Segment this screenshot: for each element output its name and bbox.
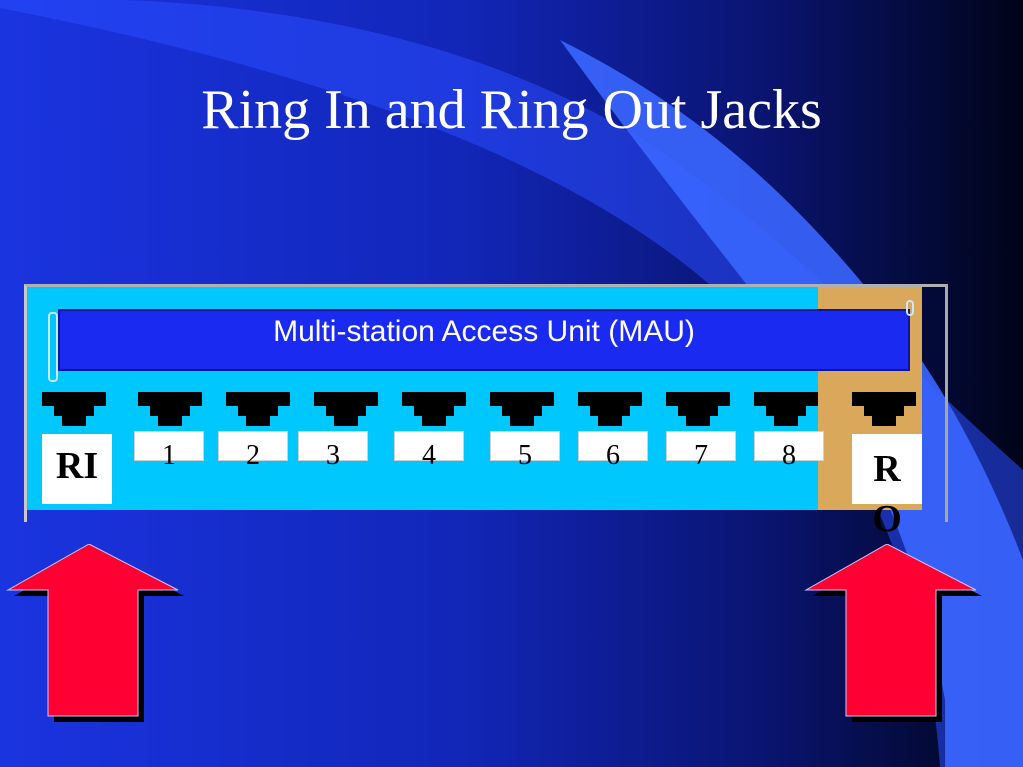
- port-7-label: 7: [694, 440, 708, 471]
- port-6-box: [578, 431, 648, 461]
- port-1-label: 1: [162, 440, 176, 471]
- scroll-decoration-left: [48, 312, 58, 382]
- slide-title: Ring In and Ring Out Jacks: [201, 79, 822, 141]
- mau-banner: [58, 309, 910, 371]
- port-4-box: [394, 431, 464, 461]
- port-6-jack-icon: [578, 392, 642, 426]
- ring-in-arrow-icon: [6, 544, 184, 722]
- mau-label: Multi-station Access Unit (MAU): [273, 315, 695, 348]
- port-5-box: [490, 431, 560, 461]
- port-3-box: [298, 431, 368, 461]
- ring-out-box: [852, 434, 922, 504]
- port-5-label: 5: [518, 440, 532, 471]
- port-6-label: 6: [606, 440, 620, 471]
- port-2-box: [218, 431, 288, 461]
- port-8-jack-icon: [754, 392, 818, 426]
- port-3-jack-icon: [314, 392, 378, 426]
- ring-out-arrow-icon: [804, 544, 982, 722]
- mau-frame: [24, 284, 948, 522]
- ring-in-label: RI: [55, 445, 99, 487]
- port-2-label: 2: [246, 440, 260, 471]
- ring-in-box: [42, 434, 112, 504]
- port-2-jack-icon: [226, 392, 290, 426]
- port-1-jack-icon: [138, 392, 202, 426]
- port-8-box: [754, 431, 824, 461]
- port-4-jack-icon: [402, 392, 466, 426]
- port-7-jack-icon: [666, 392, 730, 426]
- port-1-box: [134, 431, 204, 461]
- ri-jack-icon: [42, 392, 106, 426]
- port-3-label: 3: [326, 440, 340, 471]
- port-4-label: 4: [422, 440, 436, 471]
- port-5-jack-icon: [490, 392, 554, 426]
- scroll-decoration-right: [906, 300, 914, 316]
- ro-jack-icon: [852, 392, 916, 426]
- port-8-label: 8: [782, 440, 796, 471]
- port-7-box: [666, 431, 736, 461]
